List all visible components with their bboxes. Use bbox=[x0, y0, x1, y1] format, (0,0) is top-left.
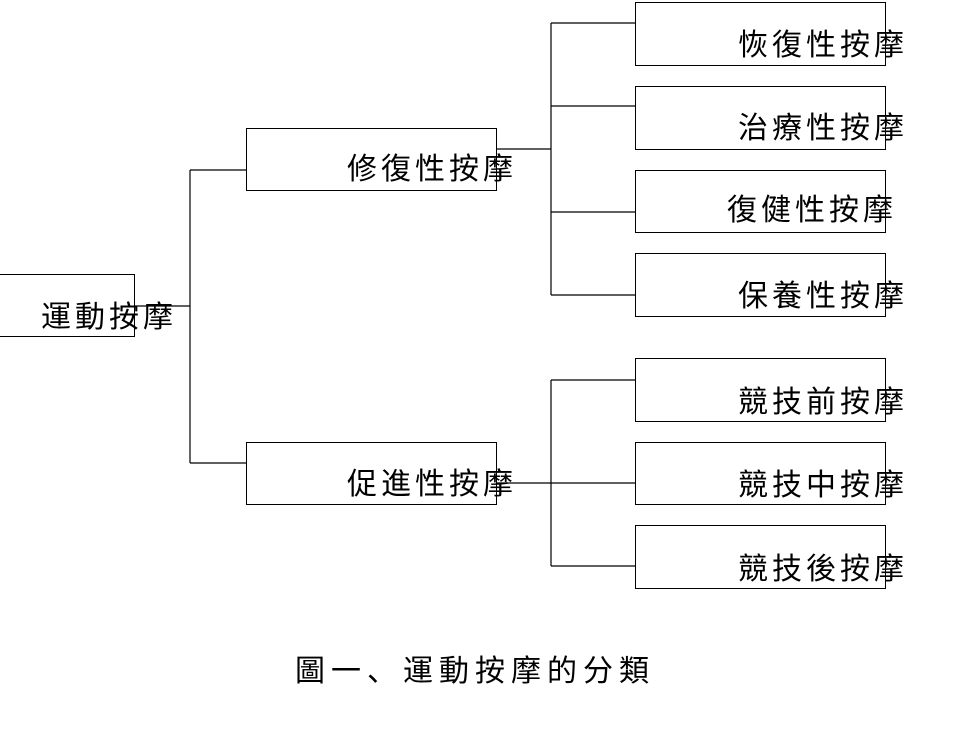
leaf-post-event-label: 競技後按摩 bbox=[738, 552, 908, 587]
branch-repair-box bbox=[246, 128, 497, 191]
root-node-box bbox=[0, 274, 135, 337]
leaf-treatment-label: 治療性按摩 bbox=[738, 111, 908, 146]
leaf-pre-event-label: 競技前按摩 bbox=[738, 385, 908, 420]
figure-caption: 圖一、運動按摩的分類 bbox=[295, 654, 655, 689]
branch-promote-box bbox=[246, 442, 497, 505]
leaf-rehab-label: 復健性按摩 bbox=[727, 193, 897, 228]
leaf-recovery-box bbox=[635, 2, 886, 66]
leaf-mid-event-label: 競技中按摩 bbox=[738, 468, 908, 503]
leaf-maintenance-label: 保養性按摩 bbox=[738, 279, 908, 314]
leaf-post-event-box bbox=[635, 525, 886, 589]
leaf-maintenance-box bbox=[635, 253, 886, 317]
leaf-rehab-box bbox=[635, 170, 886, 233]
leaf-mid-event-box bbox=[635, 442, 886, 505]
root-node-label: 運動按摩 bbox=[41, 300, 177, 335]
branch-promote-label: 促進性按摩 bbox=[347, 467, 517, 502]
leaf-pre-event-box bbox=[635, 358, 886, 422]
leaf-treatment-box bbox=[635, 86, 886, 150]
leaf-recovery-label: 恢復性按摩 bbox=[738, 28, 908, 63]
branch-repair-label: 修復性按摩 bbox=[347, 152, 517, 187]
